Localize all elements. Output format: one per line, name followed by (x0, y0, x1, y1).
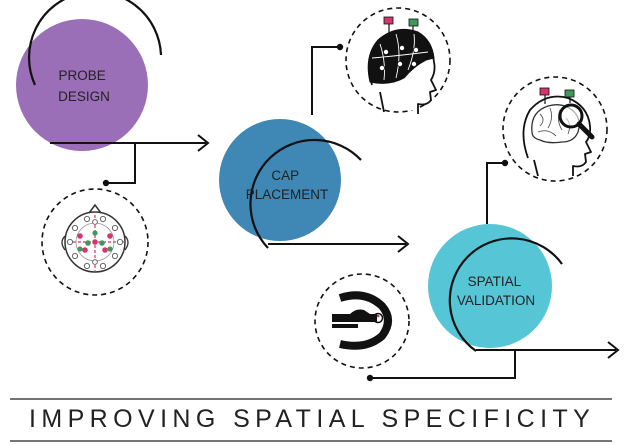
stage-probe-design: PROBE DESIGN (16, 0, 163, 151)
cap-placement-circle (219, 119, 341, 241)
stage-spatial-validation: SPATIAL VALIDATION (428, 224, 563, 352)
spatial-validation-arc (448, 237, 563, 352)
head-brain-magnifier-icon (502, 76, 608, 182)
probe-design-label-line1: PROBE (58, 68, 105, 83)
eeg-electrode-montage-icon (41, 188, 149, 296)
spatial-validation-label-line1: SPATIAL (468, 274, 522, 289)
stage-cap-placement: CAP PLACEMENT (219, 119, 362, 249)
probe-to-cap-connector (50, 134, 210, 187)
cap-placement-arc (249, 138, 362, 249)
cap-placement-label-line1: CAP (271, 168, 299, 183)
svg-text:SPATIAL VALIDATION: SPATIAL VALIDATION (457, 274, 535, 308)
probe-design-arc (27, 0, 163, 86)
svg-text:PROBE DESIGN: PROBE DESIGN (58, 68, 110, 104)
spatial-validation-label-line2: VALIDATION (457, 293, 535, 308)
head-with-cap-icon (345, 7, 451, 114)
footer-title: IMPROVING SPATIAL SPECIFICITY (29, 405, 595, 433)
cap-connectors (268, 43, 410, 253)
probe-design-circle (16, 19, 148, 151)
validation-connectors (366, 159, 620, 382)
mri-scanner-icon (314, 273, 410, 369)
probe-design-label-line2: DESIGN (58, 89, 110, 104)
svg-text:CAP PLACEMENT: CAP PLACEMENT (246, 168, 329, 202)
spatial-validation-circle (428, 224, 552, 348)
cap-placement-label-line2: PLACEMENT (246, 187, 329, 202)
